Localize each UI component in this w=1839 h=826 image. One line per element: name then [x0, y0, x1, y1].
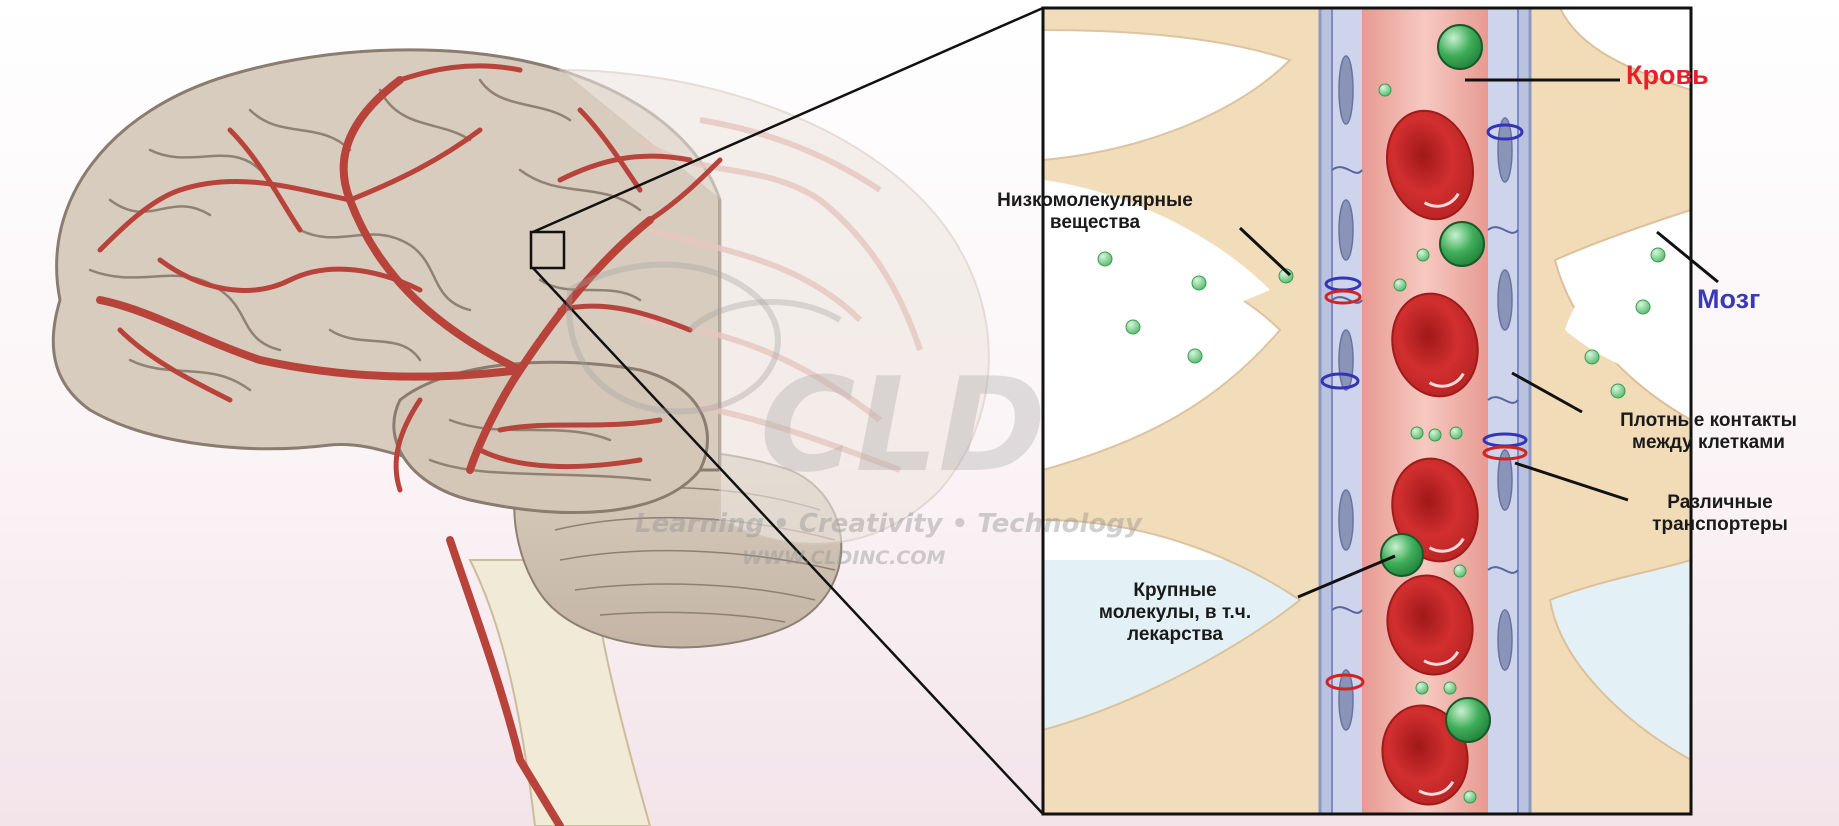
label-brain: Мозг	[1697, 284, 1760, 314]
watermark-logo-text: CLD	[760, 360, 1046, 490]
label-tight-junctions-line1: Плотные контакты	[1578, 410, 1839, 432]
label-large-molecules: Крупные молекулы, в т.ч. лекарства	[1060, 580, 1290, 646]
label-transporters: Различные транспортеры	[1620, 492, 1820, 536]
label-large-molecules-line2: молекулы, в т.ч.	[1060, 602, 1290, 624]
label-tight-junctions: Плотные контакты между клетками	[1578, 410, 1839, 454]
label-small-molecules: Низкомолекулярные вещества	[950, 190, 1240, 234]
label-transporters-line1: Различные	[1620, 492, 1820, 514]
label-large-molecules-line1: Крупные	[1060, 580, 1290, 602]
label-small-molecules-line2: вещества	[950, 212, 1240, 234]
watermark-url: WWW.CLDINC.COM	[742, 547, 945, 569]
label-large-molecules-line3: лекарства	[1060, 624, 1290, 646]
watermark-tagline: Learning • Creativity • Technology	[635, 510, 1142, 538]
label-blood: Кровь	[1626, 60, 1709, 90]
label-small-molecules-line1: Низкомолекулярные	[950, 190, 1240, 212]
label-transporters-line2: транспортеры	[1620, 514, 1820, 536]
label-tight-junctions-line2: между клетками	[1578, 432, 1839, 454]
